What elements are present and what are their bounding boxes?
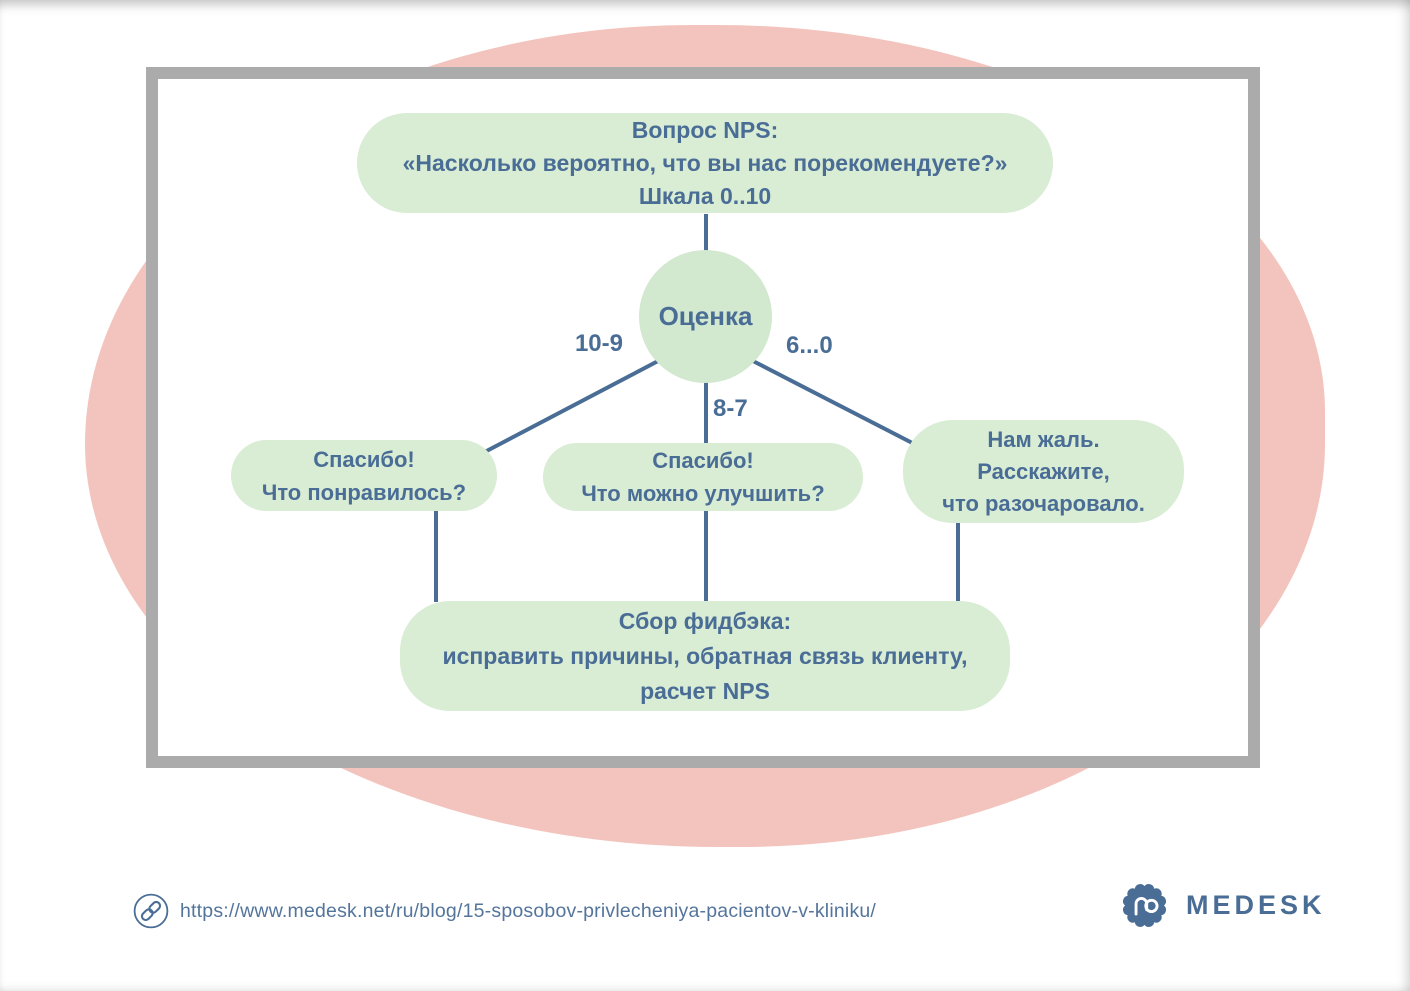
text-line: Сбор фидбэка:	[618, 607, 792, 634]
detractor-box: Нам жаль. Расскажите, что разочаровало.	[903, 420, 1184, 523]
text-line: Спасибо!	[652, 448, 754, 473]
source-link: https://www.medesk.net/ru/blog/15-sposob…	[133, 893, 876, 929]
text-line: Спасибо!	[313, 446, 415, 472]
text-line: расчет NPS	[640, 677, 770, 704]
edge-label-passives: 8-7	[713, 395, 748, 422]
medesk-badge-icon	[1123, 883, 1166, 927]
promoter-box: Спасибо! Что понравилось?	[231, 440, 497, 511]
question-box: Вопрос NPS: «Насколько вероятно, что вы …	[357, 113, 1053, 213]
edge-label-detractors: 6...0	[786, 332, 833, 359]
text-line: Вопрос NPS:	[631, 116, 779, 143]
medesk-logo: MEDESK	[1120, 880, 1326, 930]
passive-box: Спасибо! Что можно улучшить?	[543, 443, 863, 511]
text-line: Оценка	[658, 301, 753, 331]
text-line: Что понравилось?	[261, 479, 467, 505]
text-line: Что можно улучшить?	[581, 481, 825, 506]
link-icon	[133, 893, 169, 929]
text-line: «Насколько вероятно, что вы нас порекоме…	[402, 149, 1008, 176]
edge-label-promoters: 10-9	[574, 330, 623, 357]
text-line: что разочаровало.	[942, 490, 1145, 516]
text-line: Нам жаль.	[987, 426, 1100, 452]
feedback-box: Сбор фидбэка: исправить причины, обратна…	[400, 601, 1010, 711]
brand-name: MEDESK	[1186, 889, 1326, 920]
score-circle: Оценка	[639, 250, 772, 383]
text-line: Шкала 0..10	[638, 182, 772, 209]
text-line: Расскажите,	[977, 458, 1110, 484]
text-line: исправить причины, обратная связь клиент…	[442, 642, 968, 669]
source-url: https://www.medesk.net/ru/blog/15-sposob…	[180, 899, 877, 922]
